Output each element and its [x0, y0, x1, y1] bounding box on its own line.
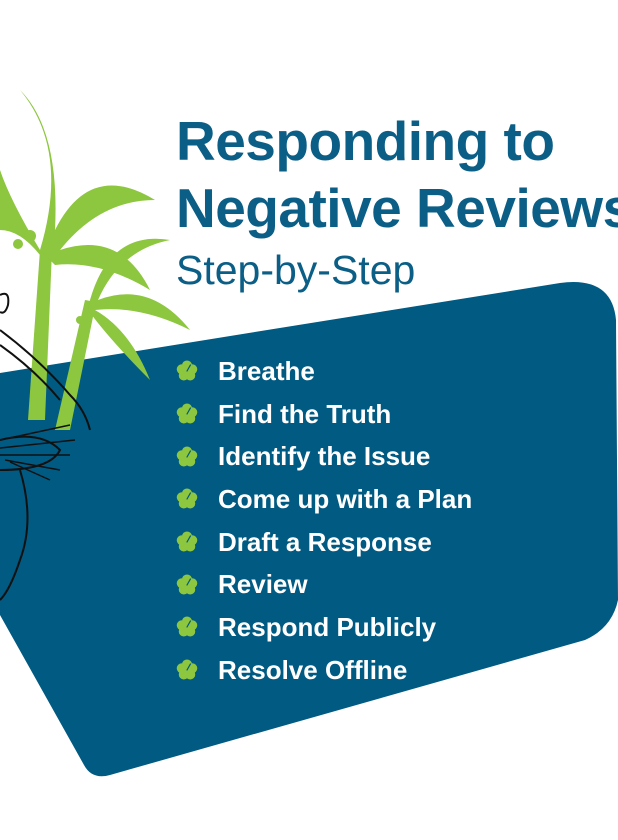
step-label: Respond Publicly: [218, 611, 437, 642]
step-label: Draft a Response: [218, 526, 432, 557]
step-label: Breathe: [218, 355, 315, 386]
step-label: Review: [218, 569, 308, 600]
hibiscus-icon: [176, 488, 198, 509]
title-line-1: Responding to: [176, 110, 555, 172]
hibiscus-icon: [176, 403, 198, 424]
list-item: Draft a Response: [176, 521, 472, 564]
step-label: Identify the Issue: [218, 441, 431, 472]
list-item: Breathe: [176, 350, 472, 393]
list-item: Find the Truth: [176, 393, 472, 436]
list-item: Respond Publicly: [176, 606, 472, 649]
blue-panel: [0, 282, 618, 777]
hibiscus-icon: [176, 446, 198, 467]
hibiscus-icon: [176, 659, 198, 680]
step-label: Find the Truth: [218, 398, 392, 429]
grass-skirt: [0, 424, 76, 481]
list-item: Resolve Offline: [176, 649, 472, 692]
list-item: Identify the Issue: [176, 435, 472, 478]
hibiscus-icon: [176, 574, 198, 595]
step-label: Resolve Offline: [218, 654, 408, 685]
hula-dancer-illustration: [0, 292, 91, 601]
list-item: Come up with a Plan: [176, 478, 472, 521]
list-item: Review: [176, 563, 472, 606]
hibiscus-icon: [176, 616, 198, 638]
step-label: Come up with a Plan: [218, 483, 473, 514]
hibiscus-icon: [176, 360, 198, 381]
subtitle: Step-by-Step: [176, 247, 416, 293]
hibiscus-icon: [176, 531, 198, 552]
title-line-2: Negative Reviews: [176, 177, 618, 239]
palm-trees-icon: [0, 90, 190, 430]
steps-list: Breathe Find the Truth Identify the Issu…: [176, 350, 472, 692]
